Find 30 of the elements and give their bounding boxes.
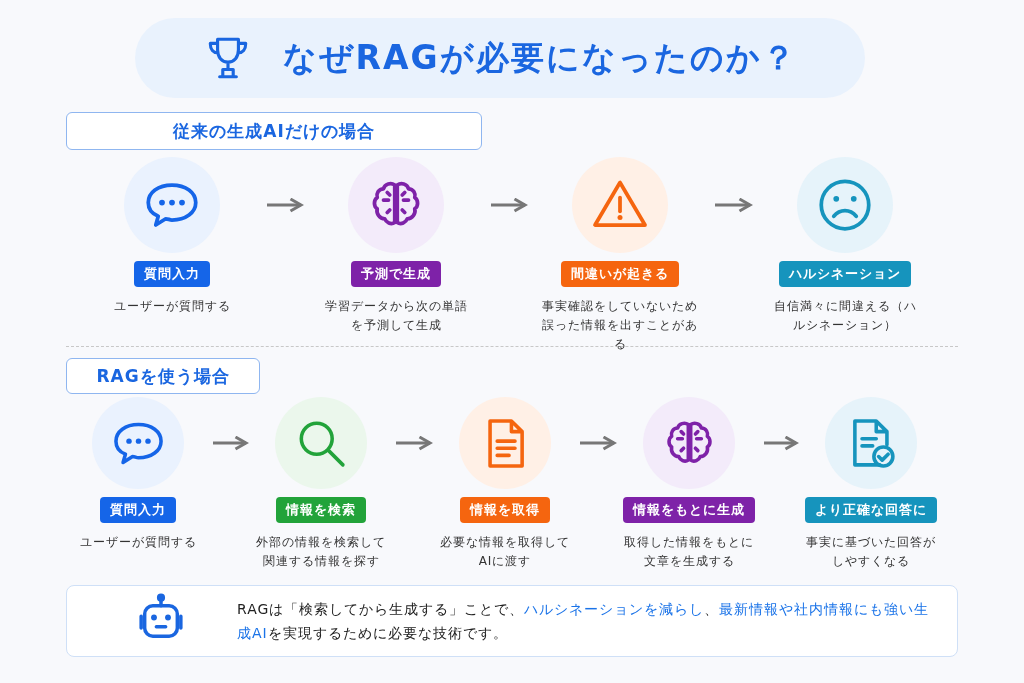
- step-description: ユーザーが質問する: [112, 298, 232, 315]
- arrow: [764, 435, 798, 451]
- section-header: 従来の生成AIだけの場合: [66, 112, 482, 150]
- step-description: 外部の情報を検索して関連する情報を探す: [255, 534, 387, 571]
- arrow: [491, 197, 527, 213]
- note-box: [66, 585, 958, 657]
- step-badge: 質問入力: [134, 261, 210, 287]
- step-badge: 情報を取得: [460, 497, 550, 523]
- note-text: RAGは「検索してから生成する」ことで、ハルシネーションを減らし、最新情報や社内情報にも強い生成AIを実現するために必要な技術です。: [237, 599, 931, 643]
- title-text: なぜRAGが必要になったのか？: [283, 36, 797, 79]
- step-description: 学習データから次の単語を予測して生成: [323, 298, 469, 335]
- step-badge: 間違いが起きる: [561, 261, 679, 287]
- section-header: RAGを使う場合: [66, 358, 260, 394]
- arrow: [267, 197, 303, 213]
- step-badge: ハルシネーション: [779, 261, 911, 287]
- step-badge: 情報をもとに生成: [623, 497, 755, 523]
- step-badge: 情報を検索: [276, 497, 366, 523]
- arrow: [396, 435, 432, 451]
- step-description: ユーザーが質問する: [78, 534, 198, 551]
- step-badge: より正確な回答に: [805, 497, 937, 523]
- step-badge: 予測で生成: [351, 261, 441, 287]
- arrow: [715, 197, 752, 213]
- step-description: 必要な情報を取得してAIに渡す: [439, 534, 571, 571]
- step-description: 事実確認をしていないため誤った情報を出すことがある: [541, 298, 699, 354]
- step-description: 自信満々に間違える（ハルシネーション）: [772, 298, 918, 335]
- arrow: [213, 435, 248, 451]
- step-description: 事実に基づいた回答がしやすくなる: [805, 534, 937, 571]
- arrow: [580, 435, 616, 451]
- step-badge: 質問入力: [100, 497, 176, 523]
- step-description: 取得した情報をもとに文章を生成する: [623, 534, 755, 571]
